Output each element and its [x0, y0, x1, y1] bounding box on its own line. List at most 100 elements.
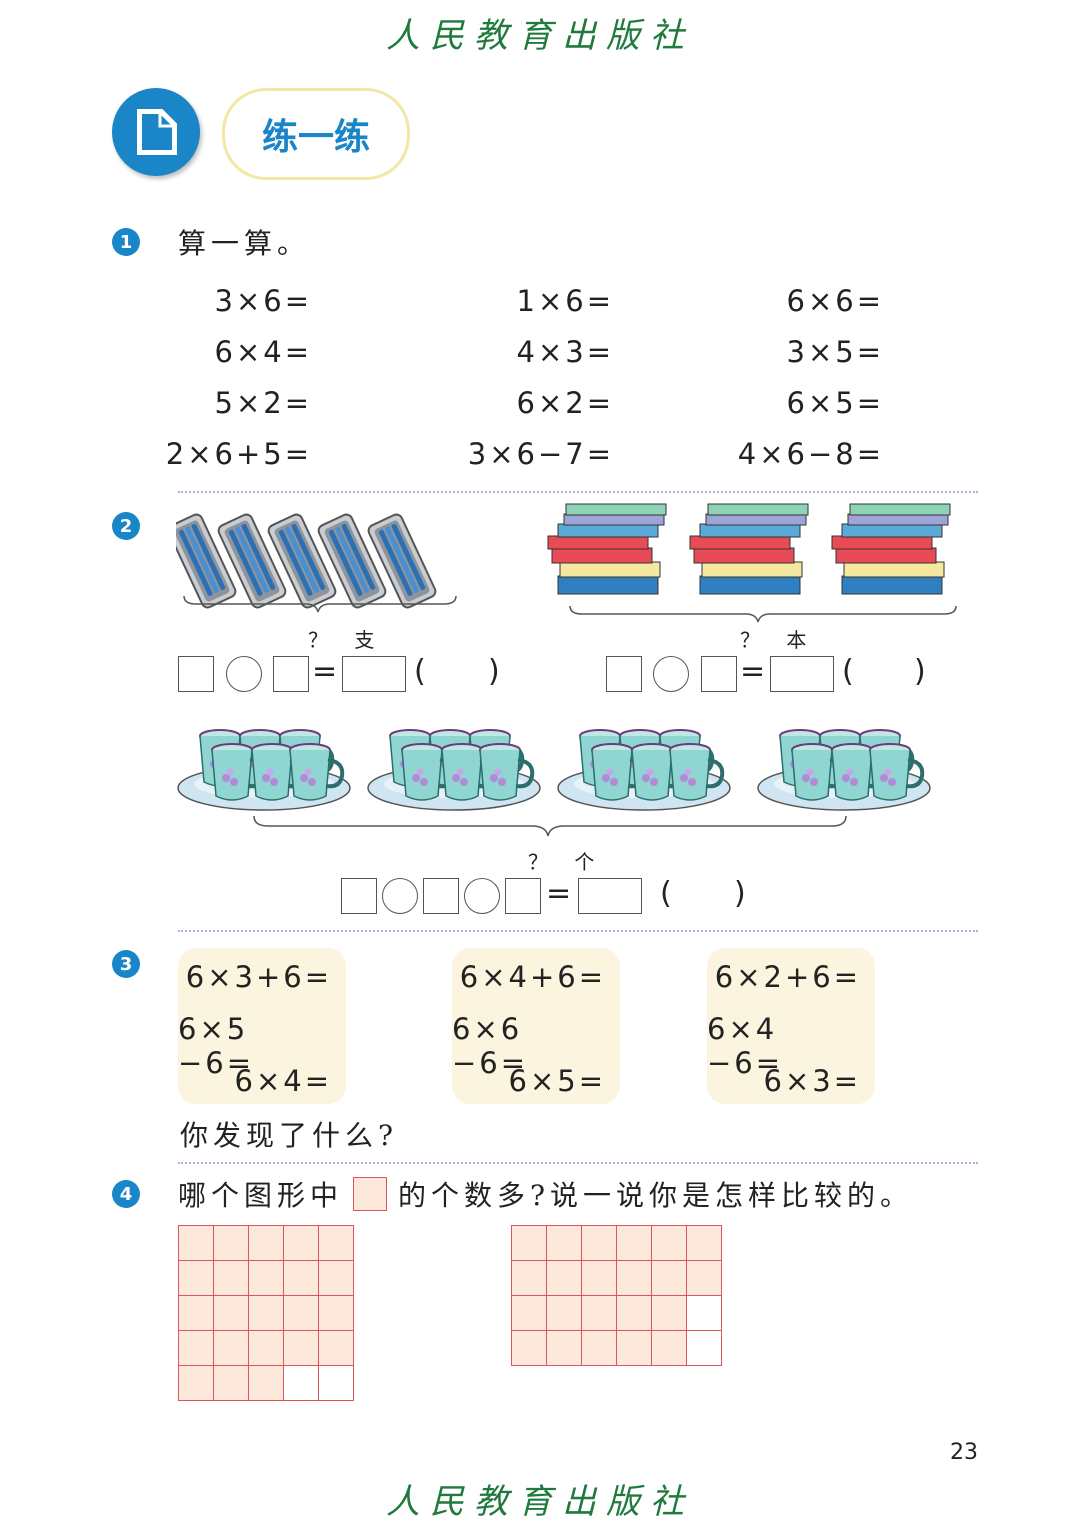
operator-circle[interactable]	[226, 656, 262, 692]
answer-box[interactable]	[701, 656, 737, 692]
grid-cell-filled	[546, 1260, 582, 1296]
cups-quantity-label: ？ 个	[528, 850, 605, 874]
grid-cell-filled	[511, 1295, 547, 1331]
grid-cell-filled	[546, 1225, 582, 1261]
answer-box[interactable]	[178, 656, 214, 692]
result-box[interactable]	[578, 878, 642, 914]
grid-cell-filled	[616, 1295, 652, 1331]
square-symbol	[353, 1177, 387, 1211]
q1-prompt: 算一算。	[178, 227, 311, 260]
grid-cell-filled	[248, 1365, 284, 1401]
result-box[interactable]	[342, 656, 406, 692]
equation: 2×6+5=	[165, 437, 312, 471]
grid-cell-filled	[616, 1330, 652, 1366]
grid-cell-filled	[581, 1225, 617, 1261]
answer-box[interactable]	[606, 656, 642, 692]
divider	[178, 1162, 978, 1164]
equation: 1×6=	[516, 284, 614, 318]
grid-cell-filled	[178, 1295, 214, 1331]
grid-cell-filled	[178, 1330, 214, 1366]
result-box[interactable]	[770, 656, 834, 692]
grid-cell-filled	[581, 1295, 617, 1331]
equals-sign: =	[546, 876, 572, 911]
grid-cell-filled	[178, 1365, 214, 1401]
answer-box[interactable]	[423, 878, 459, 914]
grid-cell-filled	[178, 1260, 214, 1296]
equation: 6×3+6=	[185, 960, 332, 994]
equation: 6×2+6=	[714, 960, 861, 994]
unit-paren-close: )	[734, 876, 746, 911]
grid-cell-filled	[616, 1225, 652, 1261]
unit-paren-close: )	[914, 654, 926, 689]
section-title: 练一练	[261, 116, 370, 158]
equation: 6×6=	[786, 284, 884, 318]
operator-circle[interactable]	[382, 878, 418, 914]
q3-question: 你发现了什么?	[180, 1119, 399, 1152]
equation: 3×5=	[786, 335, 884, 369]
grid-cell-filled	[318, 1295, 354, 1331]
publisher-header: 人民教育出版社	[386, 16, 694, 56]
grid-cell-filled	[318, 1260, 354, 1296]
equation: 6×4=	[234, 1064, 332, 1098]
grid-cell-filled	[248, 1260, 284, 1296]
equation: 6×4+6=	[459, 960, 606, 994]
answer-box[interactable]	[273, 656, 309, 692]
grid-cell-filled	[248, 1225, 284, 1261]
unit-paren-open: (	[842, 654, 854, 689]
grid-cell-filled	[283, 1260, 319, 1296]
equation: 6×4 −6=	[707, 1012, 784, 1080]
equation: 6×2=	[516, 386, 614, 420]
grid-cell-filled	[651, 1225, 687, 1261]
answer-box[interactable]	[505, 878, 541, 914]
equation: 5×2=	[214, 386, 312, 420]
grid-cell-filled	[511, 1330, 547, 1366]
grid-cell-empty	[283, 1365, 319, 1401]
cup-plates-illustration	[172, 716, 942, 837]
grid-cell-filled	[651, 1295, 687, 1331]
grid-cell-filled	[651, 1330, 687, 1366]
pen-boxes-illustration	[176, 511, 457, 613]
unit-paren-open: (	[414, 654, 426, 689]
grid-cell-filled	[581, 1330, 617, 1366]
q3-panel-1: 6×3+6= 6×5 −6= 6×4=	[178, 948, 346, 1104]
grid-cell-filled	[546, 1330, 582, 1366]
grid-cell-filled	[283, 1330, 319, 1366]
grid-figure-b	[511, 1225, 722, 1366]
section-title-pill: 练一练	[222, 88, 410, 180]
equation: 4×6−8=	[737, 437, 884, 471]
grid-figure-a	[178, 1225, 354, 1401]
q3-panel-3: 6×2+6= 6×4 −6= 6×3=	[707, 948, 875, 1104]
equals-sign: =	[740, 654, 766, 689]
question-number-1: 1	[112, 228, 140, 256]
equation: 6×6 −6=	[452, 1012, 529, 1080]
grid-cell-filled	[511, 1225, 547, 1261]
grid-cell-filled	[651, 1260, 687, 1296]
publisher-footer: 人民教育出版社	[386, 1482, 694, 1522]
grid-cell-filled	[546, 1295, 582, 1331]
grid-cell-filled	[616, 1260, 652, 1296]
equals-sign: =	[312, 654, 338, 689]
grid-cell-filled	[318, 1330, 354, 1366]
q4-prompt-end: 的个数多?说一说你是怎样比较的。	[398, 1179, 914, 1212]
operator-circle[interactable]	[653, 656, 689, 692]
answer-box[interactable]	[341, 878, 377, 914]
unit-paren-close: )	[488, 654, 500, 689]
equation: 6×5=	[786, 386, 884, 420]
equation: 6×5=	[508, 1064, 606, 1098]
grid-cell-empty	[318, 1365, 354, 1401]
books-quantity-label: ？ 本	[740, 628, 817, 652]
pens-quantity-label: ？ 支	[308, 628, 385, 652]
question-number-3: 3	[112, 950, 140, 978]
equation: 4×3=	[516, 335, 614, 369]
equation: 3×6=	[214, 284, 312, 318]
grid-cell-filled	[178, 1225, 214, 1261]
grid-cell-filled	[213, 1330, 249, 1366]
grid-cell-filled	[511, 1260, 547, 1296]
grid-cell-filled	[283, 1295, 319, 1331]
book-stacks-illustration	[547, 503, 957, 623]
q4-prompt-start: 哪个图形中	[178, 1179, 344, 1212]
operator-circle[interactable]	[464, 878, 500, 914]
grid-cell-filled	[686, 1225, 722, 1261]
page-number: 23	[950, 1440, 978, 1465]
grid-cell-filled	[213, 1295, 249, 1331]
